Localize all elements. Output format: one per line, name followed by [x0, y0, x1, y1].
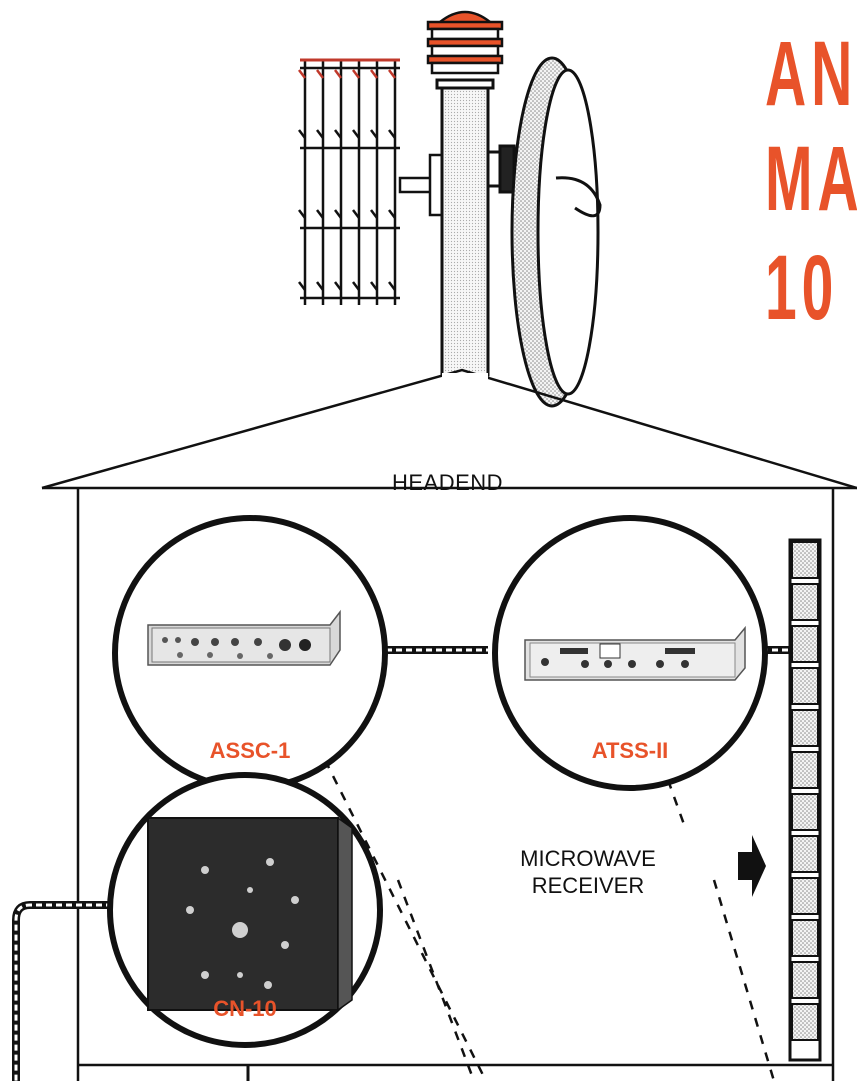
title-line-1: AN	[765, 28, 857, 120]
headend-label: HEADEND	[392, 470, 503, 496]
cn-10-label: CN-10	[185, 996, 305, 1022]
microwave-dish-icon	[488, 58, 600, 406]
leader-lines	[325, 760, 774, 1081]
title-line-3: 10	[765, 242, 838, 334]
title-line-2: MA	[765, 133, 857, 225]
assc-1-label: ASSC-1	[190, 738, 310, 764]
microwave-receiver-line-1: MICROWAVE	[488, 845, 688, 872]
microwave-receiver-line-2: RECEIVER	[488, 872, 688, 899]
beacon-light-icon	[428, 12, 502, 73]
mast-icon	[437, 80, 493, 375]
arrow-right-icon	[738, 835, 766, 897]
microwave-receiver-label: MICROWAVE RECEIVER	[488, 845, 688, 899]
yagi-antenna-icon	[299, 60, 444, 305]
microwave-receiver-stack	[790, 540, 820, 1060]
atss-ii-label: ATSS-II	[570, 738, 690, 764]
